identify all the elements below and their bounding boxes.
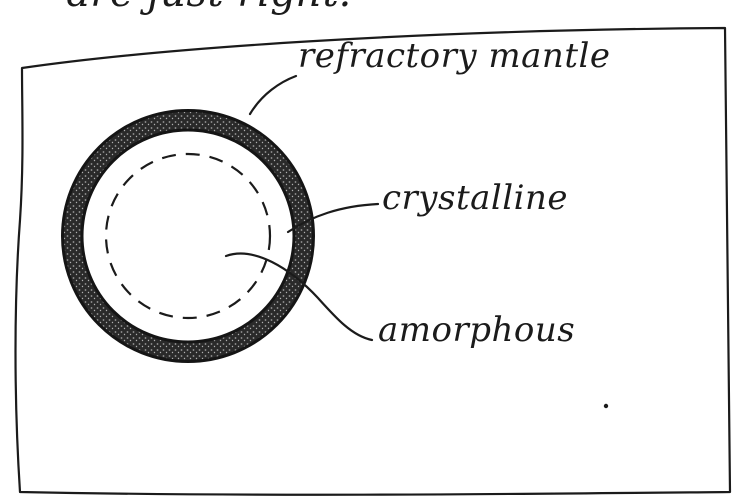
amorphous-label: amorphous bbox=[378, 310, 575, 350]
refractory-mantle-label: refractory mantle bbox=[298, 36, 611, 76]
top-caption-text: are just right! bbox=[66, 0, 356, 16]
frame-box bbox=[16, 28, 731, 495]
stray-dot bbox=[604, 404, 608, 408]
refractory-mantle-ring bbox=[63, 111, 313, 361]
mantle-leader-line bbox=[250, 76, 296, 114]
crystalline-boundary-dashed bbox=[106, 154, 270, 318]
crystalline-label: crystalline bbox=[382, 178, 568, 218]
